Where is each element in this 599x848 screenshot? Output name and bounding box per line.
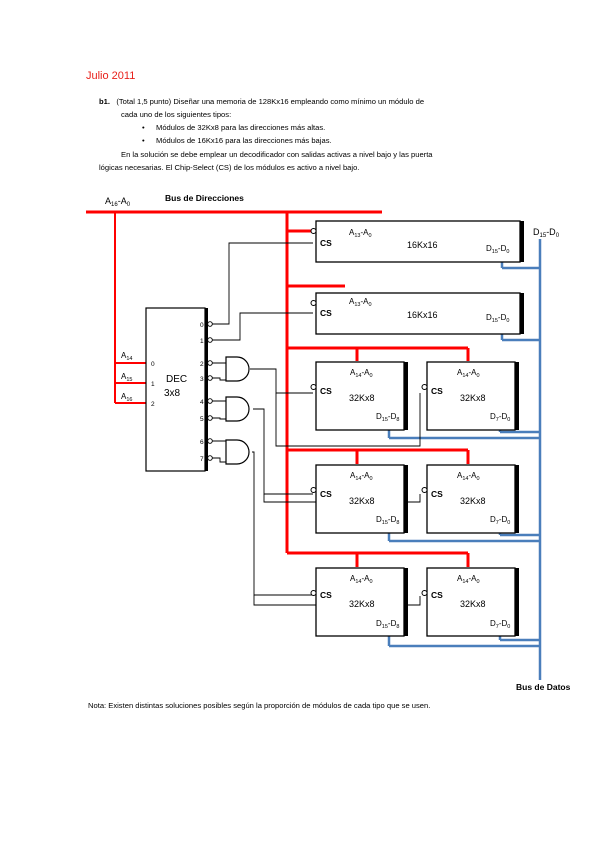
decoder-input-index: 0: [151, 361, 155, 368]
decoder-input-label: A14: [121, 351, 132, 362]
problem-line-4: lógicas necesarias. El Chip-Select (CS) …: [99, 163, 360, 172]
module-data-range: D7-D0: [490, 619, 510, 630]
problem-line-2: cada uno de los siguientes tipos:: [121, 110, 232, 119]
decoder-output-index: 5: [200, 416, 204, 423]
decoder-output-index: 3: [200, 376, 204, 383]
module-data-range: D7-D0: [490, 515, 510, 526]
data-bus-range-label: D15-D0: [533, 227, 560, 239]
module-type: 32Kx8: [460, 393, 486, 403]
chip-select-label: CS: [320, 489, 332, 499]
module-16kx16: CS 16Kx16 A13-A0 D15-D0: [310, 292, 525, 335]
module-32kx8-high: CS 32Kx8 A14-A0 D15-D8: [310, 567, 409, 637]
chip-select-label: CS: [431, 386, 443, 396]
and-gate: [225, 396, 250, 422]
module-32kx8-high: CS 32Kx8 A14-A0 D15-D8: [310, 361, 409, 431]
module-type: 16Kx16: [407, 240, 438, 250]
module-address-range: A14-A0: [350, 368, 373, 379]
address-bus: [86, 210, 470, 567]
chip-select-label: CS: [320, 590, 332, 600]
chip-select-label: CS: [320, 386, 332, 396]
module-address-range: A13-A0: [349, 228, 372, 239]
decoder-3x8: DEC 3x8 0 1 2 0 1 2 3 4 5 6 7: [145, 307, 213, 472]
decoder-output-index: 2: [200, 361, 204, 368]
decoder-output-index: 6: [200, 439, 204, 446]
module-data-range: D15-D8: [376, 619, 399, 630]
module-type: 32Kx8: [349, 599, 375, 609]
decoder-input-index: 1: [151, 381, 155, 388]
chip-select-label: CS: [320, 238, 332, 248]
chip-select-label: CS: [431, 489, 443, 499]
module-type: 32Kx8: [460, 599, 486, 609]
address-bus-label: Bus de Direcciones: [165, 193, 244, 203]
decoder-input-index: 2: [151, 401, 155, 408]
problem-line-1: b1. (Total 1,5 punto) Diseñar una memori…: [99, 95, 424, 108]
exam-date: Julio 2011: [86, 70, 136, 82]
decoder-output-index: 4: [200, 399, 204, 406]
module-data-range: D15-D0: [486, 313, 509, 324]
decoder-output-index: 0: [200, 322, 204, 329]
module-data-range: D15-D0: [486, 244, 509, 255]
module-address-range: A14-A0: [350, 574, 373, 585]
decoder-output-index: 1: [200, 338, 204, 345]
bullet-text: Módulos de 16Kx16 para las direcciones m…: [156, 136, 332, 145]
module-32kx8-low: CS 32Kx8 A14-A0 D7-D0: [421, 361, 520, 431]
module-32kx8-high: CS 32Kx8 A14-A0 D15-D8: [310, 464, 409, 534]
module-address-range: A14-A0: [457, 368, 480, 379]
decoder-title: DEC: [166, 374, 187, 385]
problem-statement: (Total 1,5 punto) Diseñar una memoria de…: [116, 97, 425, 106]
module-32kx8-low: CS 32Kx8 A14-A0 D7-D0: [421, 567, 520, 637]
decoder-input-label: A16: [121, 392, 132, 403]
bullet-icon: •: [142, 136, 145, 145]
decoder-output-index: 7: [200, 456, 204, 463]
chip-select-label: CS: [320, 308, 332, 318]
bullet-text: Módulos de 32Kx8 para las direcciones má…: [156, 123, 326, 132]
solution-note: Nota: Existen distintas soluciones posib…: [88, 701, 431, 710]
module-type: 32Kx8: [349, 496, 375, 506]
module-32kx8-low: CS 32Kx8 A14-A0 D7-D0: [421, 464, 520, 534]
and-gate: [225, 439, 250, 465]
module-address-range: A13-A0: [349, 297, 372, 308]
and-gate: [225, 356, 250, 382]
decoder-input-wires: [114, 212, 146, 404]
module-data-range: D15-D8: [376, 515, 399, 526]
bullet-icon: •: [142, 123, 145, 132]
module-type: 16Kx16: [407, 310, 438, 320]
module-type: 32Kx8: [460, 496, 486, 506]
data-bus-label: Bus de Datos: [516, 682, 571, 692]
bullet-item: • Módulos de 32Kx8 para las direcciones m…: [142, 122, 325, 134]
decoder-input-label: A15: [121, 372, 132, 383]
module-type: 32Kx8: [349, 393, 375, 403]
module-address-range: A14-A0: [457, 574, 480, 585]
chip-select-label: CS: [431, 590, 443, 600]
module-16kx16: CS 16Kx16 A13-A0 D15-D0: [310, 220, 525, 263]
address-bus-range-label: A16-A0: [105, 196, 131, 208]
decoder-size: 3x8: [164, 388, 181, 399]
module-address-range: A14-A0: [457, 471, 480, 482]
problem-number: b1.: [99, 97, 110, 106]
bullet-item: • Módulos de 16Kx16 para las direcciones …: [142, 135, 332, 147]
problem-line-3: En la solución se debe emplear un decodi…: [121, 150, 433, 159]
module-data-range: D15-D8: [376, 412, 399, 423]
module-address-range: A14-A0: [350, 471, 373, 482]
module-data-range: D7-D0: [490, 412, 510, 423]
